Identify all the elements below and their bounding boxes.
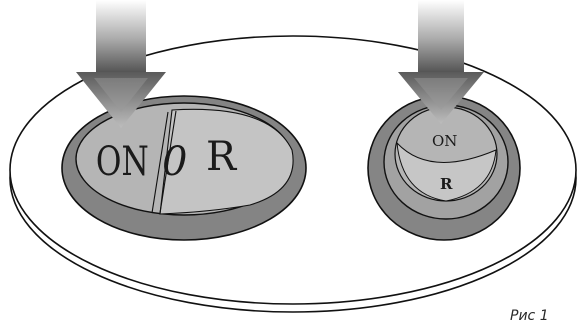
right-label-on: ON — [432, 132, 457, 150]
left-label-on: ON — [96, 139, 149, 185]
left-rocker-switch: ON 0 R — [61, 95, 307, 241]
figure-caption: Рис 1 — [510, 308, 549, 324]
right-press-arrow — [398, 0, 484, 124]
left-press-arrow — [76, 0, 166, 128]
left-label-zero: 0 — [162, 139, 187, 185]
right-push-switch: ON R — [367, 95, 521, 241]
left-label-r: R — [206, 134, 238, 180]
right-label-r: R — [440, 175, 453, 193]
